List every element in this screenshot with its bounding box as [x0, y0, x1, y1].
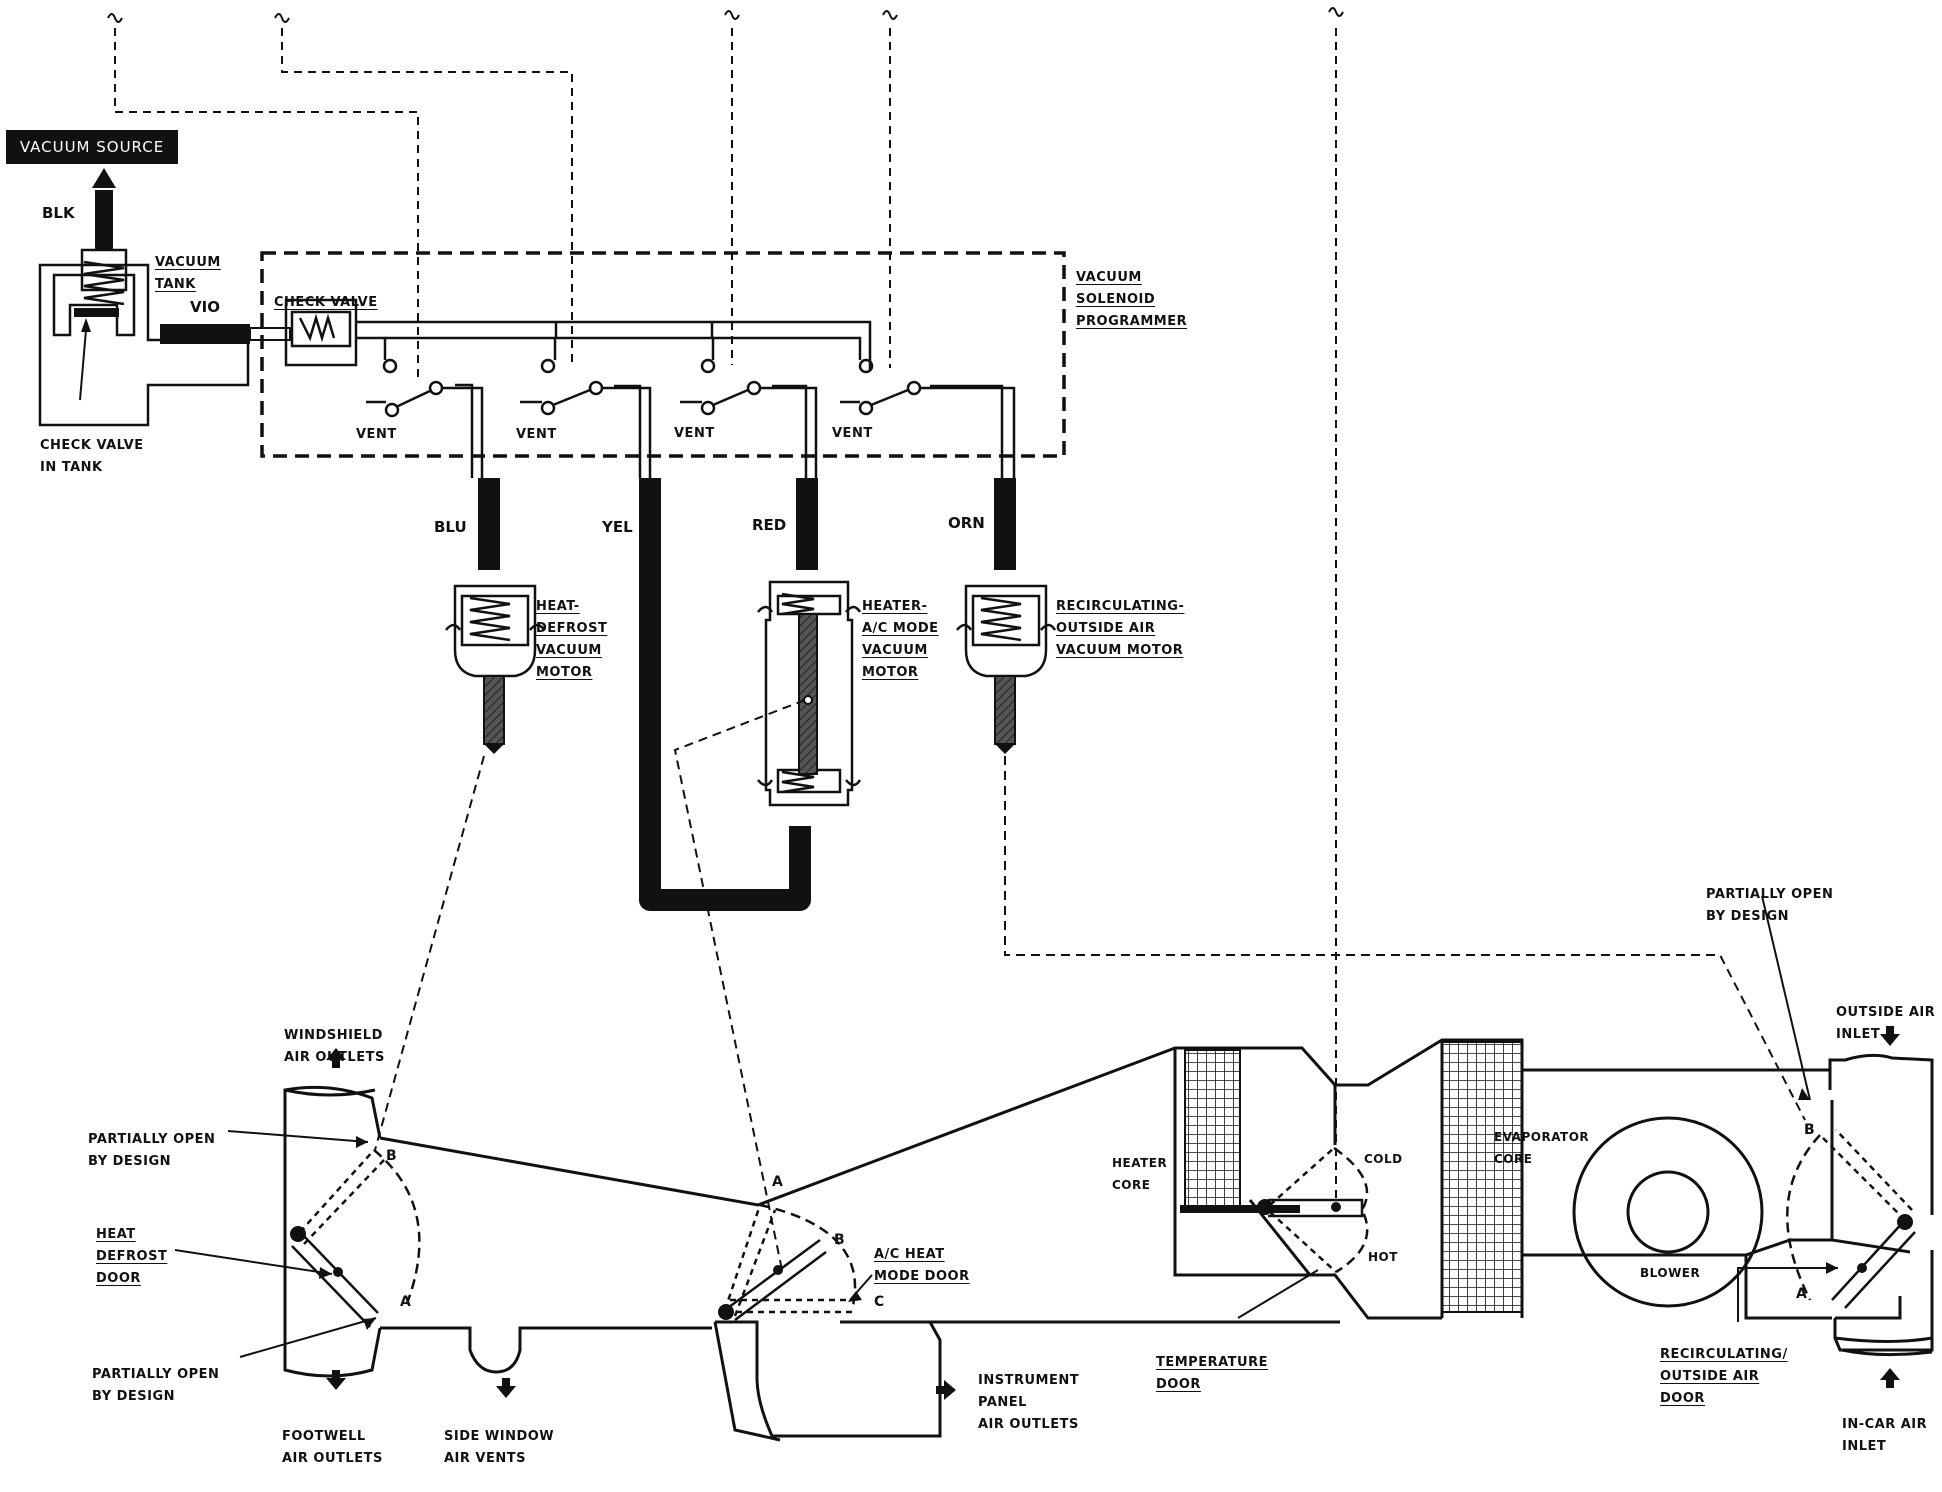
door-letter-a-right: A: [1796, 1286, 1807, 1302]
label-vent-1: VENT: [356, 427, 397, 442]
programmer-box: [260, 251, 1066, 458]
label-check-valve: CHECK VALVE: [274, 295, 378, 310]
recirc-door: [1786, 1129, 1916, 1309]
leader-lines: [174, 895, 1838, 1358]
evaporator-core-grid: [1441, 1041, 1523, 1313]
tank-spring: [83, 260, 125, 306]
wire-label-red: RED: [752, 516, 787, 534]
solenoid-valves: [366, 358, 1016, 478]
wire-label-blk: BLK: [42, 204, 75, 222]
label-vent-4: VENT: [832, 426, 873, 441]
yel-hose: [639, 478, 811, 911]
programmer-check-valve: [284, 298, 358, 367]
wire-label-blu: BLU: [434, 518, 467, 536]
control-wires: [114, 28, 1337, 1205]
blower-wheel: [1572, 1116, 1764, 1308]
heater-ac-mode-vacuum-motor: [757, 580, 862, 807]
temperature-door: [1268, 1146, 1369, 1274]
linkages: [374, 699, 1806, 1271]
heat-defrost-vacuum-motor: [445, 584, 546, 678]
label-blower: BLOWER: [1640, 1266, 1701, 1280]
red-hose: [796, 478, 818, 570]
leader-arrowheads: [319, 1088, 1838, 1330]
door-letter-c-mid: C: [874, 1294, 885, 1310]
programmer-manifold: [356, 320, 872, 370]
hvac-duct: [283, 1038, 1934, 1442]
heater-core-grid: [1184, 1049, 1241, 1209]
door-letter-b-left: B: [386, 1148, 397, 1164]
label-vent-3: VENT: [674, 426, 715, 441]
wire-label-orn: ORN: [948, 514, 985, 532]
tank-check-valve-plate: [74, 308, 119, 317]
vacuum-source-box: VACUUM SOURCE: [6, 130, 178, 164]
tank-check-valve-leader: [79, 329, 87, 401]
door-letter-b-right: B: [1804, 1122, 1815, 1138]
ac-heat-mode-door: [723, 1203, 857, 1322]
airflow-arrows: [326, 1026, 1900, 1400]
wire-ends: [107, 7, 1344, 23]
vacuum-tank: [38, 248, 250, 427]
orn-hose: [994, 478, 1016, 570]
door-letter-a-left: A: [400, 1294, 411, 1310]
wire-label-yel: YEL: [602, 518, 633, 536]
label-vent-2: VENT: [516, 427, 557, 442]
label-cold: COLD: [1364, 1152, 1403, 1166]
label-hot: HOT: [1368, 1250, 1398, 1264]
door-letter-b-mid: B: [834, 1232, 845, 1248]
blk-hose: [95, 190, 113, 250]
vacuum-source-arrow: [92, 168, 116, 188]
recirc-vacuum-motor: [956, 584, 1057, 678]
wire-label-vio: VIO: [190, 298, 220, 316]
door-letter-a-mid: A: [772, 1174, 783, 1190]
vio-hose: [160, 324, 250, 344]
blu-hose: [478, 478, 500, 570]
